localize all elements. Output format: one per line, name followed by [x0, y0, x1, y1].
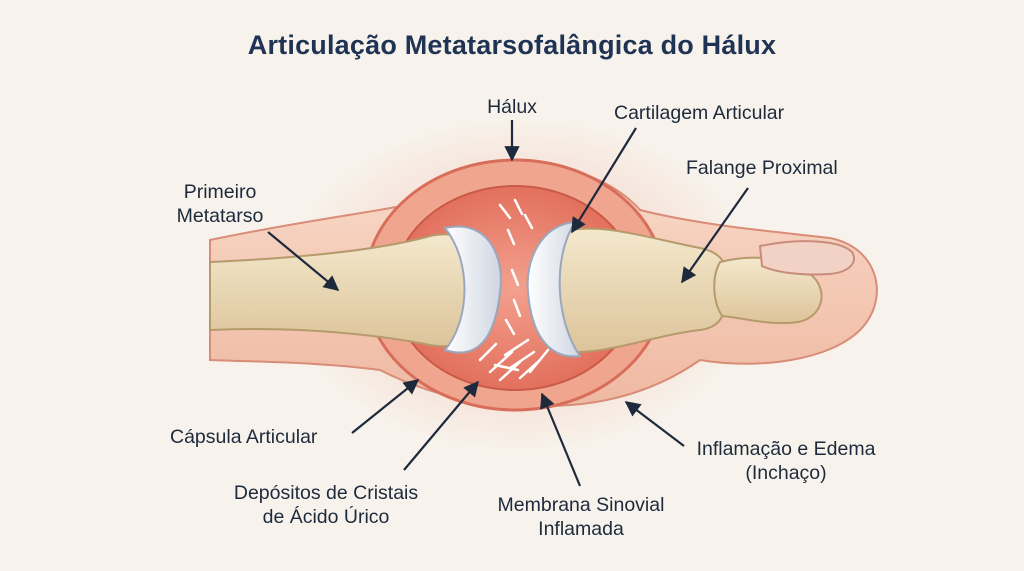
label-falange: Falange Proximal [686, 156, 838, 180]
label-membrana-line1: Membrana Sinovial [497, 494, 665, 516]
label-inflamacao-line1: Inflamação e Edema [696, 438, 876, 460]
label-metatarso-line2: Metatarso [176, 205, 264, 227]
label-inflamacao-line2: (Inchaço) [745, 462, 827, 484]
label-arrows [267, 120, 749, 487]
label-cristais-line1: Depósitos de Cristais [233, 482, 419, 504]
toenail [758, 240, 855, 276]
label-cristais-line2: de Ácido Úrico [262, 506, 390, 528]
phalanx-cartilage [526, 220, 582, 358]
label-cristais: Depósitos de Cristais de Ácido Úrico [214, 481, 438, 529]
arrow-capsula [351, 379, 420, 434]
arrow-metatarso [267, 231, 340, 291]
label-metatarso: Primeiro Metatarso [160, 180, 280, 228]
label-falange-text: Falange Proximal [686, 157, 838, 179]
label-membrana: Membrana Sinovial Inflamada [476, 493, 686, 541]
metatarsal-cartilage [443, 225, 502, 354]
label-halux-text: Hálux [487, 96, 537, 118]
arrow-membrana [540, 392, 582, 487]
page-title: Articulação Metatarsofalângica do Hálux [247, 30, 777, 60]
label-capsula-text: Cápsula Articular [170, 426, 318, 448]
label-cartilagem: Cartilagem Articular [614, 101, 784, 125]
arrow-falange [681, 187, 749, 284]
arrow-cristais [403, 380, 479, 471]
arrow-inflamacao [624, 401, 685, 447]
label-cartilagem-text: Cartilagem Articular [614, 102, 785, 124]
label-halux: Hálux [472, 95, 552, 119]
uric-acid-crystals [478, 198, 550, 382]
label-metatarso-line1: Primeiro [183, 181, 257, 203]
label-capsula: Cápsula Articular [170, 425, 317, 449]
arrow-cartilagem [571, 127, 637, 234]
label-inflamacao: Inflamação e Edema (Inchaço) [684, 437, 888, 485]
label-membrana-line2: Inflamada [538, 518, 624, 540]
